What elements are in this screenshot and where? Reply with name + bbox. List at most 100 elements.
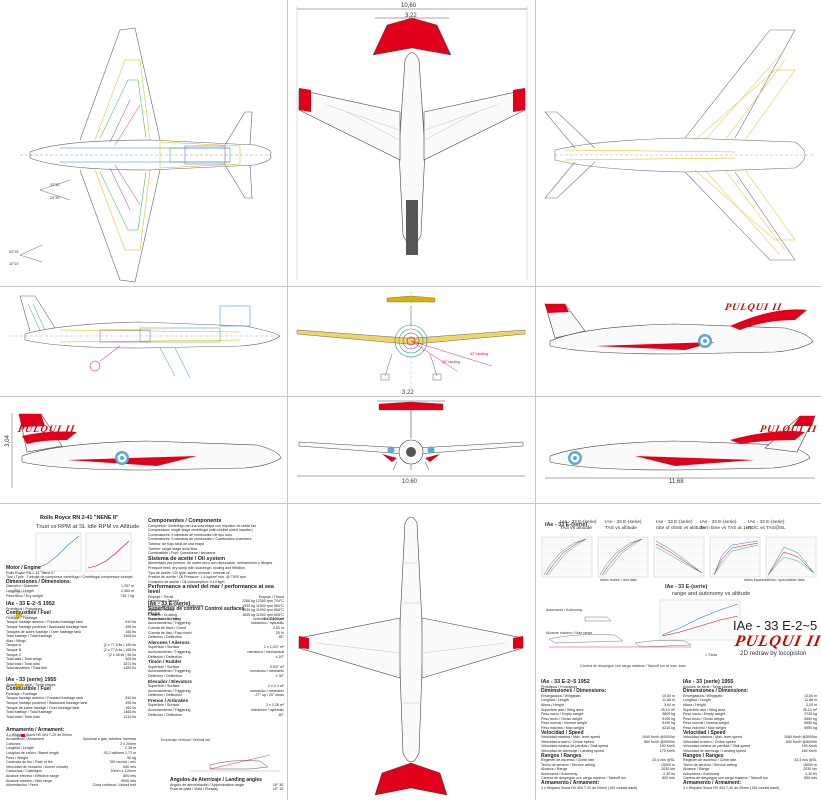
spec-key: Velocidad mínima de pérdida / Stall spee… <box>683 744 751 749</box>
surface-value: 60° <box>278 712 284 717</box>
spec-key: Carrera de despegue con carga máxima / T… <box>541 776 626 781</box>
spec-key: Tanque C <box>6 652 22 657</box>
surface-row: Deflexión / Deflection-27° up / 20° down <box>148 693 284 698</box>
spec-key: Peso seco / Dry weight <box>6 593 43 598</box>
surface-key: Deflexión / Deflection <box>148 712 182 717</box>
spec-value: 2268 kg 12300 rpm 704°C <box>242 599 284 604</box>
perf-chart-frame <box>597 536 649 578</box>
perf-chart-series <box>547 538 587 576</box>
spec-series-heading: IAe - 33 (serie) 1955 <box>683 679 734 685</box>
spec-series-arm: 4 x Hispano Suiza HS 404 T-20 de 20mm (1… <box>683 785 780 790</box>
spec-proto-range-label: Rangos / Ranges <box>541 752 582 759</box>
spec-value: 6210 kg <box>662 725 675 730</box>
perf-chart-heading: IAe - 33 E-(serie) <box>605 520 642 525</box>
motor-label: Motor / Engine <box>6 565 41 571</box>
spec-value: 10,60 m <box>804 693 817 698</box>
spec-value: Opcional a gas, cohetes, bombas <box>82 737 136 742</box>
spec-key: Peso máximo / Max weight <box>683 725 726 730</box>
spec-value: 3735 kg <box>804 712 817 717</box>
spec-value: 860 Km/h @5000m <box>643 739 675 744</box>
spec-key: Velocidad mínima de pérdida / Stall spee… <box>541 744 609 749</box>
components-panel: Componentes / Components Compresor: Cent… <box>148 519 284 622</box>
side-view-cutaway <box>10 295 281 379</box>
spec-value: 1,257 m <box>121 584 134 589</box>
spec-value: 2 x 20mm <box>120 741 136 746</box>
performance-charts <box>541 536 817 578</box>
spec-key: Altura / Height <box>683 702 706 707</box>
spec-key: Peso máximo / Max weight <box>541 725 584 730</box>
spec-key: Altura / Height <box>541 702 564 707</box>
text-line: Combustible / Fuel: Querosene / kerosene <box>148 551 216 556</box>
spec-key: Longitud / Length <box>6 588 34 593</box>
surface-key: Accionamiento / Triggering <box>148 669 191 674</box>
text-line: Consumo de aceite / Oil consumption: 0,1… <box>148 579 225 584</box>
spec-key: Cañones <box>6 741 21 746</box>
perf-chart-series <box>655 546 703 574</box>
spec-value: 406 lts <box>125 657 136 662</box>
text-line: Pressure feed, dry sump with scavenge, c… <box>148 565 245 570</box>
spec-key: Tanque fuselaje posterior / Backward fus… <box>6 624 88 629</box>
spec-key: Alcance / Range <box>683 767 710 772</box>
plan-view-outline <box>544 29 815 261</box>
surface-value: hidráulico / hydraulic <box>251 621 284 626</box>
surface-value: mecánico / mechanic <box>250 669 284 674</box>
spec-value: 700 rounds / min <box>109 760 136 765</box>
spec-series-arm-label: Armamento / Armament: <box>683 780 742 787</box>
spec-value: 2030 km <box>803 767 817 772</box>
front-callout-a: 33° landing <box>470 352 489 356</box>
perf-chart-series <box>543 538 587 576</box>
spec-value: 160 lts <box>125 705 136 710</box>
perf-chart-frame <box>765 536 817 578</box>
spec-proto-dims-label: Dimensiones / Dimensions: <box>541 688 607 695</box>
spec-value: 25,10 m² <box>660 707 675 712</box>
landing-rows: Angulo de aproximación / Approximation a… <box>170 783 284 792</box>
spec-value: 650 mts <box>804 776 817 781</box>
fuel-proto-panel: IAe - 33 E-2~5 1952 Prototipos / Prototy… <box>6 602 136 671</box>
perf-chart-frame <box>541 536 593 578</box>
spec-key: Carrera de despegue con carga máxima / T… <box>683 776 768 781</box>
fuel-series-panel: IAe - 33 (serie) 1955 Aviones de serie /… <box>6 678 136 719</box>
surface-value: 2 x 0,28 m² <box>266 703 284 708</box>
spec-value: 495 lts <box>125 624 136 629</box>
spec-key: Régimen de ascenso / Climb rate <box>541 758 595 763</box>
spec-row: Tanque fuselaje anterior / Forward fusel… <box>6 620 136 625</box>
spec-key: Peso / Weight <box>6 755 29 760</box>
spec-key: Velocidad máxima / Max. level speed <box>683 735 743 740</box>
spec-key: Peso vacío / Empty weight <box>541 712 584 717</box>
surface-key: Superficie / Surface <box>148 703 180 708</box>
side-view-livery-left <box>11 413 282 488</box>
surface-key: Accionamiento / Triggering <box>148 621 191 626</box>
logo-brand: PULQUI II <box>733 633 821 650</box>
guide-horizontal-3 <box>0 503 821 504</box>
spec-value: 5000 mts <box>121 778 136 783</box>
surfaces-heading: IAe - 33 E-(serie) <box>148 601 191 607</box>
surface-key: Superficie / Surface <box>148 616 180 621</box>
spec-value: 5190 kg <box>662 721 675 726</box>
spec-key: Longitud / Length <box>541 698 569 703</box>
spec-value: 175 Km/h <box>659 748 675 753</box>
spec-key: Armamento / Armament <box>6 737 44 742</box>
front-callout-b: 20° landing <box>442 360 461 364</box>
text-line: Presión de aceite / Oil Pressure: 1,4 kg… <box>148 575 246 580</box>
spec-value: (2 x 77,5 lts ) 155 lts <box>103 647 136 652</box>
spec-key: Alcance / Range <box>541 767 568 772</box>
